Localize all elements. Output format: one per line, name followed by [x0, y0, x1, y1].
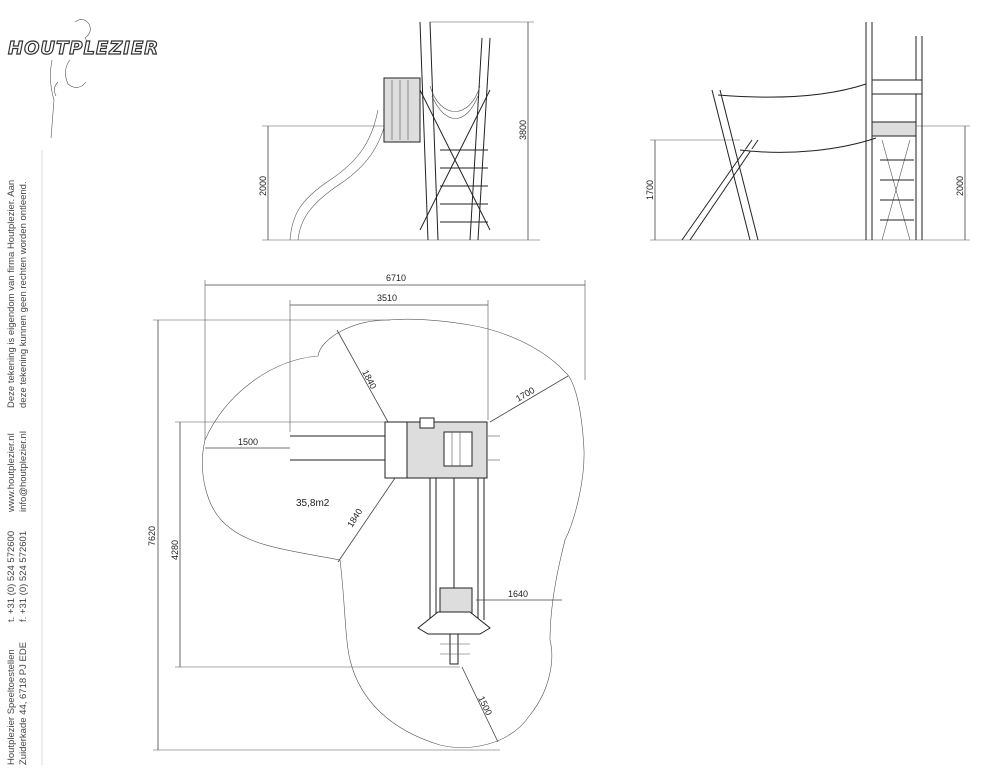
- dim-zone-1840-a: 1840: [360, 368, 378, 390]
- dim-zone-1840-b: 1840: [345, 507, 364, 529]
- company-phone: t. +31 (0) 524 572600: [6, 530, 17, 622]
- dim-right-2000: 2000: [955, 176, 965, 196]
- company-address: Zuiderkade 44, 6718 PJ EDE: [18, 641, 29, 765]
- company-website: www.houtplezier.nl: [6, 433, 17, 512]
- company-email: info@houtplezier.nl: [18, 431, 29, 512]
- logo-figure: [50, 19, 91, 139]
- plan-view: 6710 3510 7620 4280 1840 1700 1500 1840 …: [147, 273, 586, 751]
- disclaimer-line-2: deze tekening kunnen geen rechten worden…: [18, 181, 29, 408]
- company-logo: HOUTPLEZIER: [7, 37, 160, 59]
- dim-width-6710: 6710: [386, 273, 406, 283]
- dim-depth-4280: 4280: [170, 540, 180, 560]
- dim-left-3800: 3800: [518, 120, 528, 140]
- dim-width-3510: 3510: [377, 293, 397, 303]
- dim-zone-1500-a: 1500: [238, 437, 258, 447]
- dim-left-2000: 2000: [258, 176, 268, 196]
- side-view-left: 2000 3800: [258, 21, 540, 241]
- dim-zone-1500-b: 1500: [476, 694, 494, 716]
- area-label: 35,8m2: [296, 498, 330, 509]
- disclaimer-line-1: Deze tekening is eigendom van firma Hout…: [6, 179, 17, 408]
- company-fax: f. +31 (0) 524 572601: [18, 530, 29, 622]
- dim-depth-7620: 7620: [147, 526, 157, 546]
- company-name: Houtplezier Speeltoestellen: [6, 649, 17, 765]
- dim-right-1700: 1700: [645, 180, 655, 200]
- safety-zone: [202, 318, 585, 748]
- dim-zone-1640: 1640: [508, 589, 528, 599]
- side-view-right: 1700 2000: [645, 22, 970, 241]
